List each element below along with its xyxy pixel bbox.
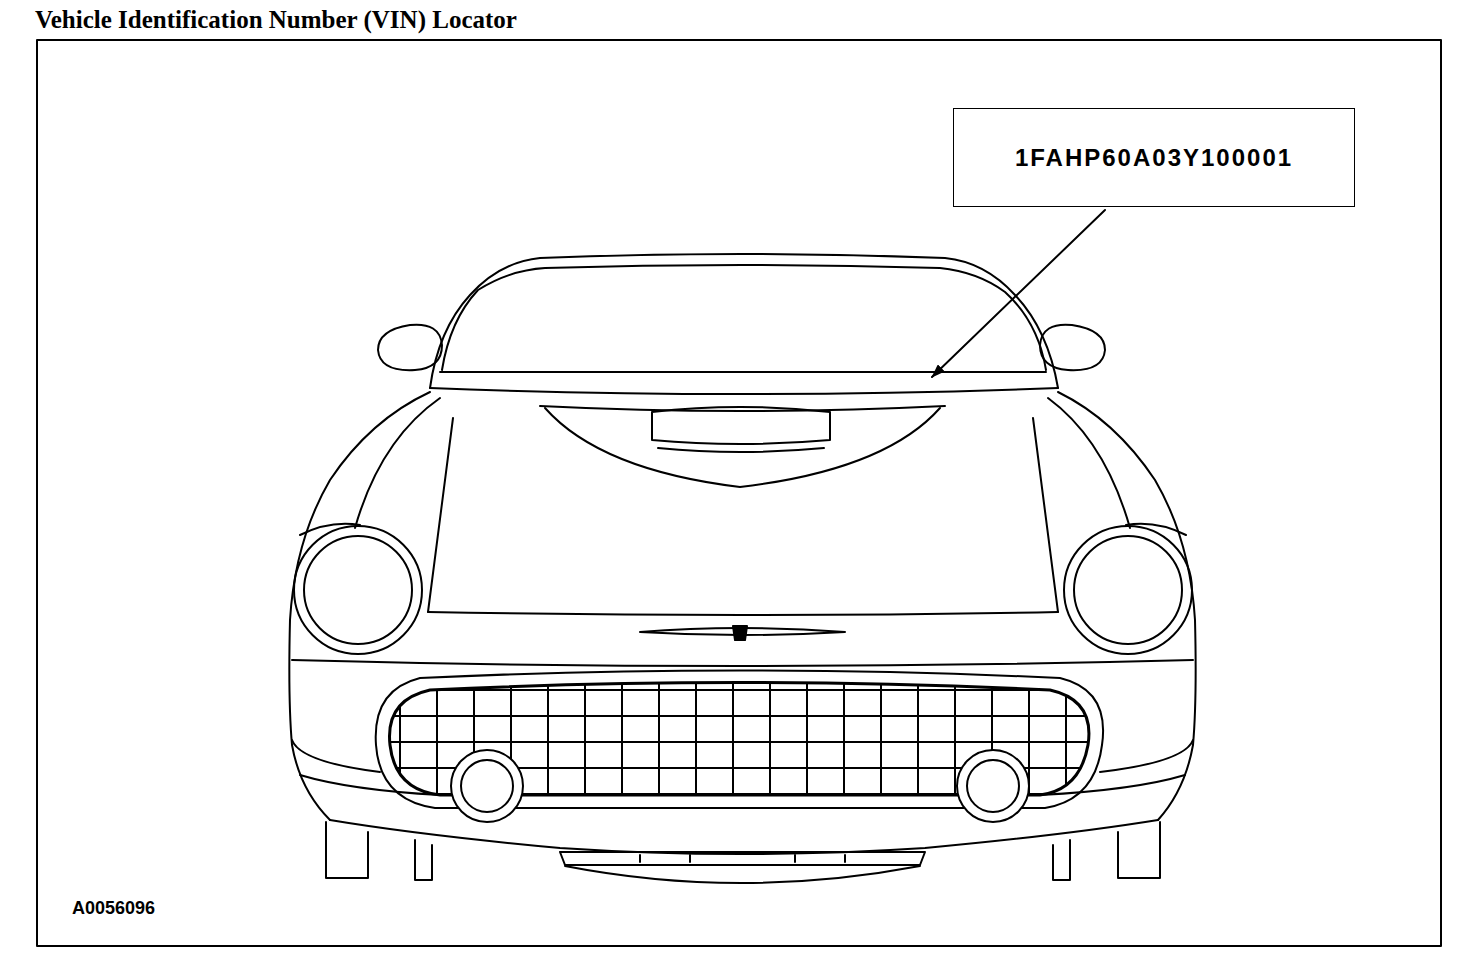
vin-box: 1FAHP60A03Y100001	[953, 108, 1355, 207]
figure-code: A0056096	[72, 898, 155, 919]
vin-number: 1FAHP60A03Y100001	[1015, 144, 1293, 172]
diagram-title: Vehicle Identification Number (VIN) Loca…	[35, 6, 517, 34]
